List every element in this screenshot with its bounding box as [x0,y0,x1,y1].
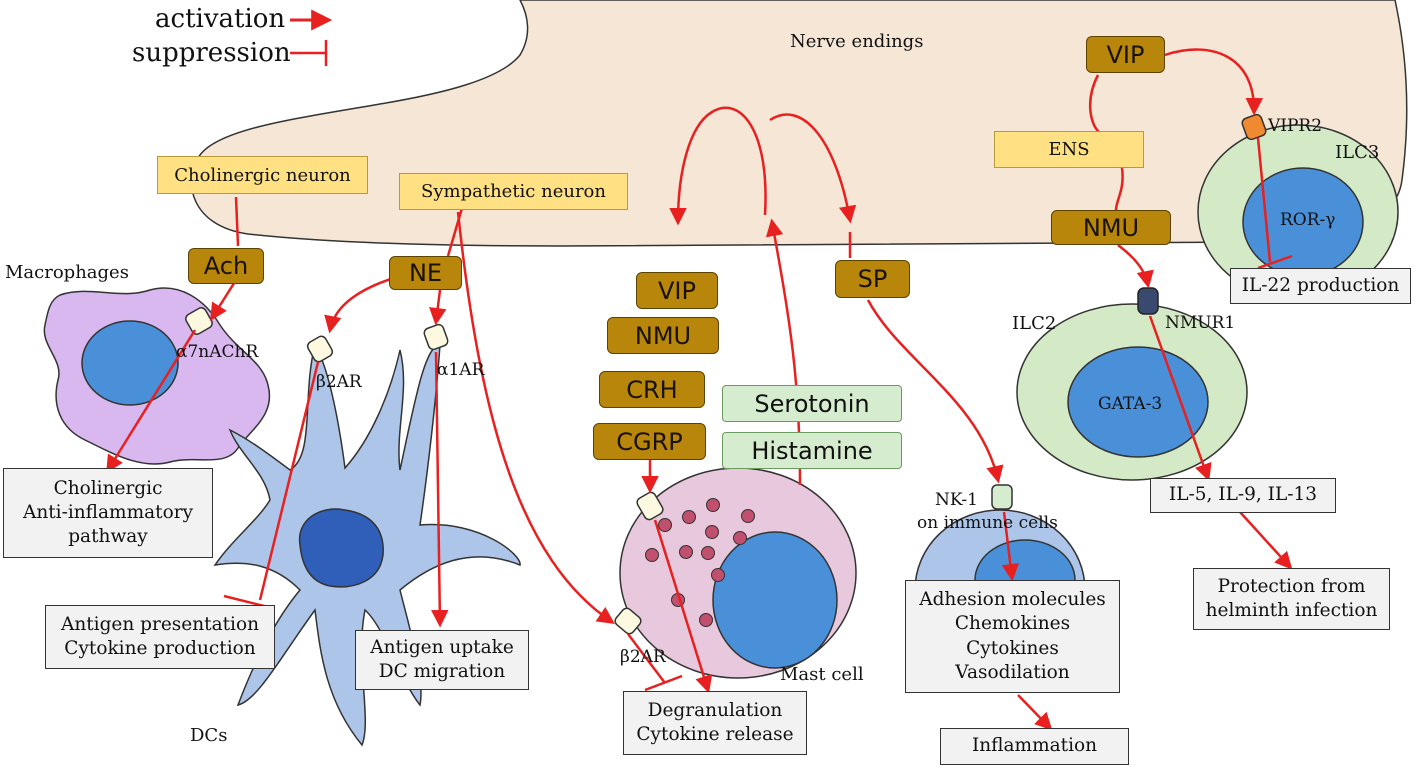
ror-label: ROR-γ [1280,210,1336,230]
nmu-left-box: NMU [607,317,719,354]
receptor-vipr2-icon [1241,113,1267,141]
vip-right-box: VIP [1086,36,1165,73]
receptor-mast-icon [636,491,664,521]
adhesion-line4: Vasodilation [955,661,1070,683]
macrophage-nucleus [81,320,179,406]
b2ar-mast-label: β2AR [620,647,666,667]
sympathetic-neuron-box: Sympathetic neuron [399,173,628,210]
histamine-box: Histamine [722,432,902,469]
receptor-b2ar-dc-icon [306,335,334,363]
sp-box: SP [835,260,910,298]
il5-line1: IL-5, IL-9, IL-13 [1168,484,1318,506]
antigen-presentation-box: Antigen presentation Cytokine production [45,605,275,669]
ilc2-nucleus [1067,346,1209,458]
crh-box: CRH [599,371,705,408]
degranulation-line1: Degranulation [647,699,783,721]
adhesion-box: Adhesion molecules Chemokines Cytokines … [905,580,1120,693]
ens-box: ENS [994,131,1144,168]
receptor-b2ar-mast-icon [614,607,642,635]
receptor-nk1-icon [991,484,1013,510]
il22-line1: IL-22 production [1241,274,1400,296]
cholinergic-pathway-line2: Anti-inflammatory [22,501,194,523]
vipr2-label: VIPR2 [1268,116,1323,136]
helminth-line1: Protection from [1217,575,1366,597]
nmu-right-box: NMU [1051,210,1171,245]
degranulation-line2: Cytokine release [636,724,794,745]
gata3-label: GATA-3 [1098,394,1163,414]
cholinergic-pathway-box: Cholinergic Anti-inflammatory pathway [3,468,213,558]
dcs-label: DCs [190,725,228,746]
nmur1-label: NMUR1 [1165,313,1236,333]
nk1-sub-label: on immune cells [917,513,1058,533]
nerve-endings-label: Nerve endings [790,31,924,52]
legend-suppression-label: suppression [132,38,291,68]
vip-left-box: VIP [636,272,718,309]
mast-cell-label: Mast cell [780,664,864,685]
il5-box: IL-5, IL-9, IL-13 [1150,478,1336,513]
ne-box: NE [389,256,462,290]
ach-box: Ach [188,248,264,284]
ilc3-label: ILC3 [1335,142,1380,163]
a7nachr-label: α7nAChR [176,342,259,362]
legend-suppression-arrow [290,40,328,66]
inflammation-box: Inflammation [940,728,1129,765]
helminth-line2: helminth infection [1205,600,1378,621]
cgrp-box: CGRP [593,423,706,460]
ilc2-label: ILC2 [1012,313,1057,334]
adhesion-line2: Chemokines [954,613,1071,635]
antigen-presentation-line1: Antigen presentation [60,613,260,635]
serotonin-box: Serotonin [722,385,902,422]
receptor-nmur1-icon [1137,287,1159,315]
receptor-a1ar-icon [423,323,449,351]
antigen-uptake-box: Antigen uptake DC migration [355,630,529,690]
antigen-uptake-line2: DC migration [378,661,506,682]
nk1-label: NK-1 [935,490,978,510]
cholinergic-pathway-line3: pathway [68,526,148,548]
antigen-presentation-line2: Cytokine production [64,638,256,659]
cholinergic-neuron-box: Cholinergic neuron [157,156,368,194]
antigen-uptake-line1: Antigen uptake [370,636,514,658]
inflammation-line1: Inflammation [971,735,1098,757]
il22-box: IL-22 production [1230,268,1411,304]
b2ar-dc-label: β2AR [316,372,362,392]
dc-nucleus [298,508,384,588]
legend-activation-label: activation [155,4,286,34]
pathway-arrows [106,48,1293,731]
degranulation-box: Degranulation Cytokine release [623,691,807,755]
cholinergic-pathway-line1: Cholinergic [53,477,163,499]
receptor-a7nachr-icon [185,307,213,335]
adhesion-line1: Adhesion molecules [919,589,1106,611]
helminth-box: Protection from helminth infection [1193,568,1390,630]
mast-cell-nucleus [712,531,838,669]
adhesion-line3: Cytokines [966,637,1059,659]
macrophages-label: Macrophages [5,262,129,283]
a1ar-label: α1AR [437,360,485,380]
